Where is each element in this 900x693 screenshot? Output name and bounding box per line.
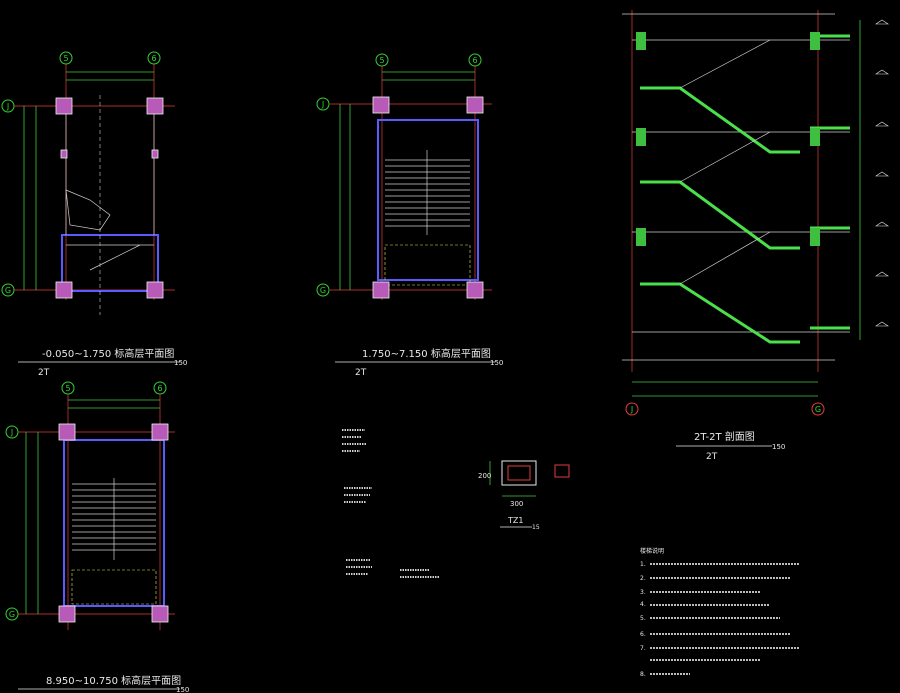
axis-label: J (630, 405, 633, 414)
wall-outline (63, 439, 165, 607)
column (372, 281, 390, 299)
stair-lines (65, 106, 155, 271)
wall-outline (61, 234, 159, 292)
plan-3: 5 6 J G 8.950~10.750 标高层平面图 150 (5, 381, 189, 693)
section-callout (554, 464, 570, 478)
note-text-glyphs (650, 563, 800, 675)
plan-title: 8.950~10.750 标高层平面图 (46, 674, 181, 687)
column (636, 32, 646, 50)
height-label: 200 (478, 472, 491, 480)
axis-label: 5 (65, 384, 70, 393)
section-scale: 150 (772, 443, 785, 451)
plan-title: -0.050~1.750 标高层平面图 (42, 347, 174, 360)
axis-label: 6 (151, 54, 156, 63)
stair-treads (72, 478, 156, 560)
note-item: 1. (640, 561, 646, 568)
plan-title: 1.750~7.150 标高层平面图 (362, 347, 491, 360)
axis-label: G (320, 286, 326, 295)
axis-label: 5 (63, 54, 68, 63)
column (151, 423, 169, 441)
axis-bubble-j (625, 402, 639, 416)
stair-flight (640, 282, 800, 344)
detail-title: TZ1 (507, 516, 523, 525)
axis-bubble-j (316, 97, 330, 111)
stair-flight-upper (679, 39, 771, 285)
column (636, 228, 646, 246)
grid-lines (631, 10, 819, 372)
axis-label: 6 (157, 384, 162, 393)
dimension-lines (23, 71, 154, 290)
axis-label: 6 (472, 56, 477, 65)
axis-label: J (321, 100, 324, 109)
column (636, 128, 646, 146)
note-item: 3. (640, 589, 646, 596)
plan-ref: 2T (355, 368, 367, 378)
notes-title: 楼梯说明 (640, 547, 664, 555)
rebar-stirrup (507, 465, 531, 481)
column (146, 97, 164, 115)
dimension-lines (25, 399, 160, 614)
axis-label: G (815, 405, 821, 414)
plan-1: 5 6 J G -0.050~1.750 标高层平面图 2T 150 (1, 51, 187, 378)
column-detail-tz1: 300 200 TZ1 15 (478, 460, 570, 531)
stair-flight (640, 86, 800, 154)
stair-treads (385, 150, 470, 235)
column-small (60, 149, 68, 159)
floor-lines (632, 39, 850, 333)
column (58, 423, 76, 441)
column (55, 97, 73, 115)
axis-label: J (10, 428, 13, 437)
note-item: 6. (640, 631, 646, 638)
column (151, 605, 169, 623)
axis-label: G (9, 610, 15, 619)
dimension-lines (489, 461, 536, 497)
note-item: 7. (640, 645, 646, 652)
plan-ref: 2T (38, 368, 50, 378)
section-2t: J G 2T-2T 剖面图 2T 150 (622, 10, 889, 462)
section-title: 2T-2T 剖面图 (694, 430, 755, 443)
axis-bubble-g (811, 402, 825, 416)
plan-scale: 150 (174, 359, 187, 367)
grid-lines (18, 394, 175, 630)
plan-scale: 150 (490, 359, 503, 367)
note-item: 5. (640, 615, 646, 622)
column (55, 281, 73, 299)
annotation-glyphs (342, 429, 440, 578)
column (810, 228, 820, 246)
column (146, 281, 164, 299)
axis-label: J (6, 102, 9, 111)
column (58, 605, 76, 623)
landing-dashed (71, 569, 157, 605)
detail-scale: 15 (532, 524, 540, 531)
dimension-lines (632, 381, 818, 397)
section-ref: 2T (706, 452, 718, 462)
floor-slabs (810, 34, 850, 330)
axis-label: 5 (379, 56, 384, 65)
width-label: 300 (510, 500, 523, 508)
stair-flight (640, 180, 800, 250)
stair-flight (65, 189, 111, 231)
notes-block: 楼梯说明 1. 2. 3. 4. 5. 6. 7. 8. (640, 547, 800, 678)
break-lines (622, 13, 835, 361)
plan-scale: 150 (176, 686, 189, 693)
wall-outline (377, 119, 479, 281)
column (466, 96, 484, 114)
note-item: 4. (640, 601, 646, 608)
note-item: 8. (640, 671, 646, 678)
column (372, 96, 390, 114)
note-item: 2. (640, 575, 646, 582)
column (810, 128, 820, 146)
column (466, 281, 484, 299)
column-small (151, 149, 159, 159)
dimension-lines (339, 71, 475, 290)
axis-bubble-g (316, 283, 330, 297)
elevation-markers (875, 19, 889, 327)
column-section (501, 460, 537, 486)
grid-lines (330, 66, 492, 300)
column (810, 32, 820, 50)
axis-label: G (5, 286, 11, 295)
plan-2: 5 6 J G 1.750~7.150 标高层平面图 2T 150 (316, 53, 503, 378)
